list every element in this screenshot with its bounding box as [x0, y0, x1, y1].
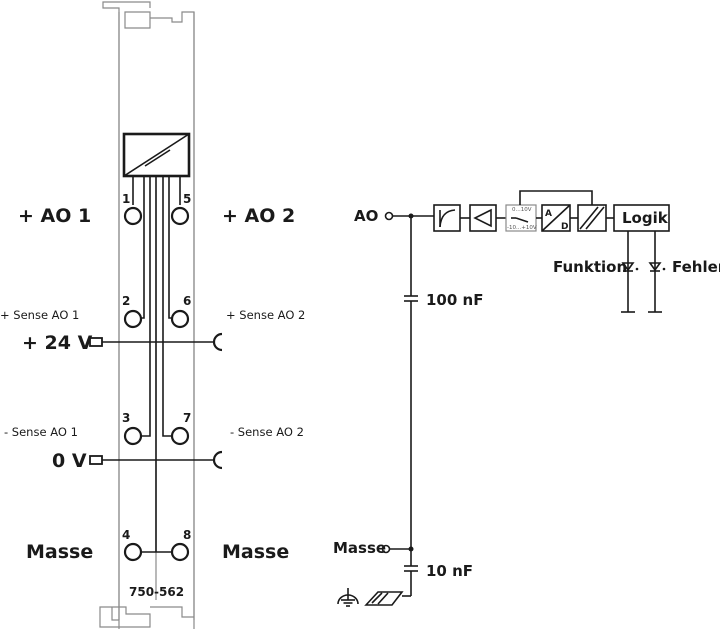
power-contact-0v	[89, 450, 223, 470]
terminal-num-8: 8	[183, 528, 191, 542]
terminal-num-1: 1	[122, 192, 130, 206]
led-fehler-label: Fehler	[672, 258, 720, 276]
terminal-2[interactable]	[123, 309, 143, 329]
label-sense-ao1-plus: + Sense AO 1	[0, 308, 79, 322]
terminal-1[interactable]	[123, 206, 143, 226]
terminal-num-7: 7	[183, 411, 191, 425]
ao-terminal	[384, 211, 394, 221]
range-switch-block: 0...10V -10...+10V	[505, 204, 537, 232]
label-sense-ao1-minus: - Sense AO 1	[4, 425, 78, 439]
terminal-4[interactable]	[123, 542, 143, 562]
cap1-label: 100 nF	[426, 291, 483, 309]
terminal-8[interactable]	[170, 542, 190, 562]
ground-icon	[337, 588, 359, 607]
cap2-label: 10 nF	[426, 562, 473, 580]
junction-bottom	[408, 546, 414, 552]
internal-wires	[132, 176, 181, 553]
power-contact-24v	[89, 332, 223, 352]
filter-block	[433, 204, 461, 232]
led-funktion-label: Funktion	[553, 258, 627, 276]
isolation-block	[577, 204, 607, 232]
ao-label: AO	[354, 207, 378, 225]
label-ao2: + AO 2	[222, 205, 295, 227]
led-funktion	[621, 231, 639, 313]
terminals	[123, 206, 190, 562]
terminal-num-2: 2	[122, 294, 130, 308]
terminal-num-4: 4	[122, 528, 130, 542]
part-number: 750-562	[129, 585, 184, 599]
terminal-7[interactable]	[170, 426, 190, 446]
din-rail-icon	[364, 591, 404, 606]
label-masse-right: Masse	[222, 541, 289, 563]
adc-block: A D	[541, 204, 571, 232]
terminal-num-3: 3	[122, 411, 130, 425]
schematic: AO 100 nF Masse 10 nF	[333, 190, 720, 607]
terminal-num-5: 5	[183, 192, 191, 206]
switch-range-bottom: -10...+10V	[507, 225, 537, 231]
switch-range-top: 0...10V	[512, 207, 532, 213]
label-0v: 0 V	[52, 450, 87, 472]
logic-block: Logik	[613, 204, 670, 232]
label-sense-ao2-plus: + Sense AO 2	[226, 308, 305, 322]
logic-label: Logik	[622, 209, 669, 227]
module-housing	[99, 1, 195, 629]
terminal-num-6: 6	[183, 294, 191, 308]
terminal-6[interactable]	[170, 309, 190, 329]
terminal-5[interactable]	[170, 206, 190, 226]
adc-a: A	[545, 209, 552, 219]
masse-label: Masse	[333, 539, 386, 557]
led-fehler	[648, 231, 666, 313]
label-ao1: + AO 1	[18, 205, 91, 227]
adc-d: D	[561, 222, 568, 232]
label-24v: + 24 V	[22, 332, 93, 354]
label-masse-left: Masse	[26, 541, 93, 563]
terminal-3[interactable]	[123, 426, 143, 446]
label-sense-ao2-minus: - Sense AO 2	[230, 425, 304, 439]
amplifier-block	[469, 204, 497, 232]
converter-block	[122, 132, 191, 178]
